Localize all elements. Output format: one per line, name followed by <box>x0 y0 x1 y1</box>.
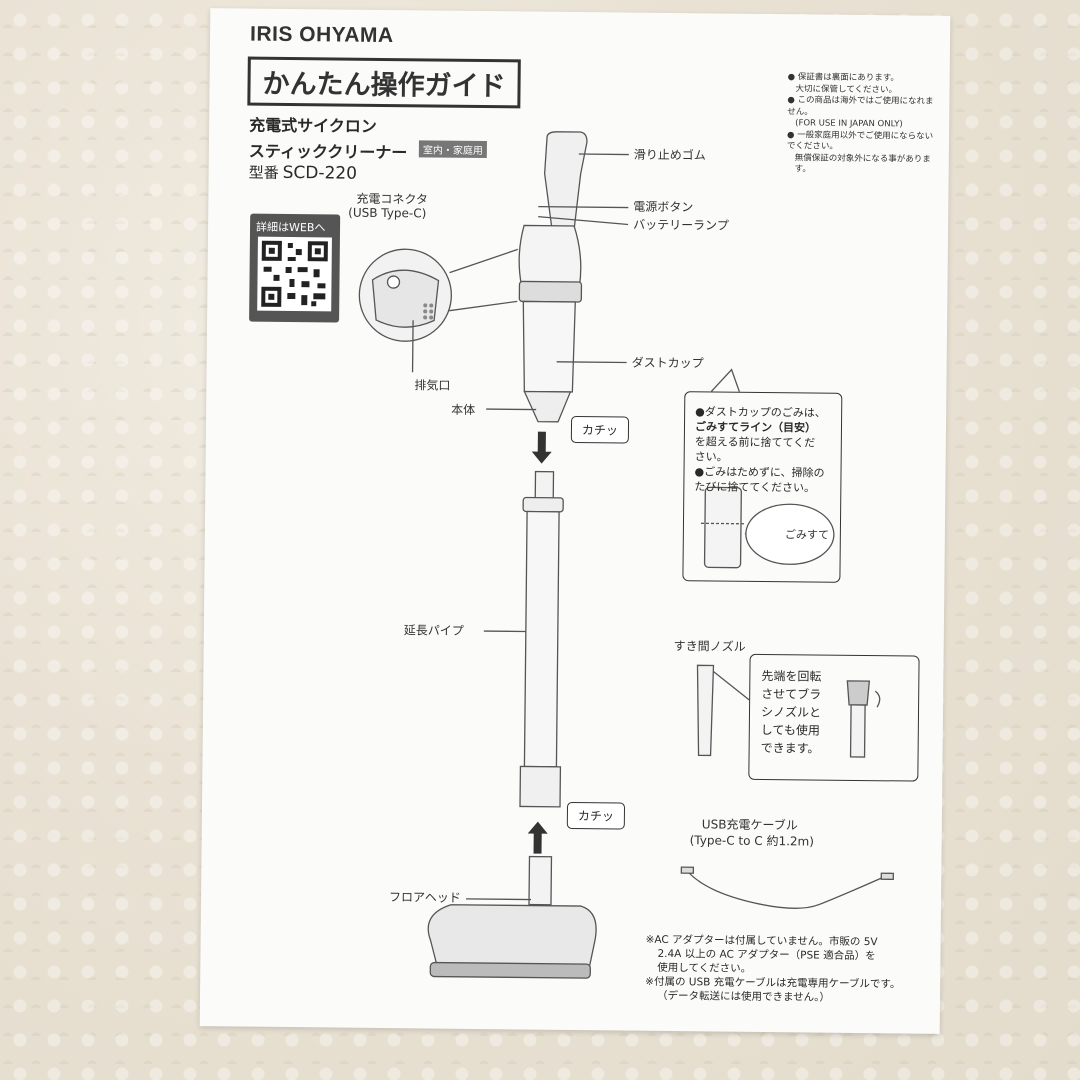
nozzle-tip-line: できます。 <box>760 740 820 756</box>
guide-sheet: IRIS OHYAMA かんたん操作ガイド 充電式サイクロン スティッククリーナ… <box>199 8 951 1034</box>
footer-notes: ※AC アダプターは付属していません。市販の 5V 2.4A 以上の AC アダ… <box>645 933 936 1006</box>
dust-cup-label: ダストカップ <box>631 355 704 371</box>
tip-line: ごみすてライン（目安） <box>694 420 817 435</box>
dust-tips-box: ●ダストカップのごみは、 ごみすてライン（目安） を超える前に捨ててくだ さい。… <box>682 391 843 583</box>
battery-lamp-label: バッテリーランプ <box>633 217 729 233</box>
click-bubble-bottom: カチッ <box>566 801 626 830</box>
tip-line: ●ダストカップのごみは、 <box>695 405 826 420</box>
connector-label: 充電コネクタ <box>356 191 428 207</box>
nozzle-tip-line: させてブラ <box>761 686 822 702</box>
tip-line: さい。 <box>694 450 728 464</box>
qr-code[interactable] <box>257 236 332 312</box>
tip-line: たびに捨ててください。 <box>694 480 816 495</box>
grip-label: 滑り止めゴム <box>633 147 706 163</box>
crevice-label: すき間ノズル <box>673 639 746 654</box>
click-bubble-top: カチッ <box>570 415 630 444</box>
power-button-label: 電源ボタン <box>633 199 694 215</box>
gomisute-label: ごみすて <box>784 528 830 542</box>
qr-code-icon <box>261 240 328 307</box>
vacuum-diagram <box>358 131 894 979</box>
exhaust-label: 排気口 <box>414 378 451 393</box>
floor-head-label: フロアヘッド <box>388 890 461 905</box>
nozzle-tip-line: しても使用 <box>760 722 820 738</box>
nozzle-tip-line: シノズルと <box>760 704 822 720</box>
connector-type-label: (USB Type-C) <box>348 205 427 221</box>
nozzle-tip-text: 先端を回転 させてブラ シノズルと しても使用 できます。 <box>761 667 822 758</box>
pipe-label: 延長パイプ <box>403 623 464 638</box>
tip-line: を超える前に捨ててくだ <box>694 435 816 450</box>
tip-line: ●ごみはためずに、掃除の <box>694 465 825 480</box>
nozzle-tip-line: 先端を回転 <box>761 668 822 684</box>
body-label: 本体 <box>451 402 476 417</box>
cable-spec: (Type-C to C 約1.2m) <box>689 833 815 849</box>
